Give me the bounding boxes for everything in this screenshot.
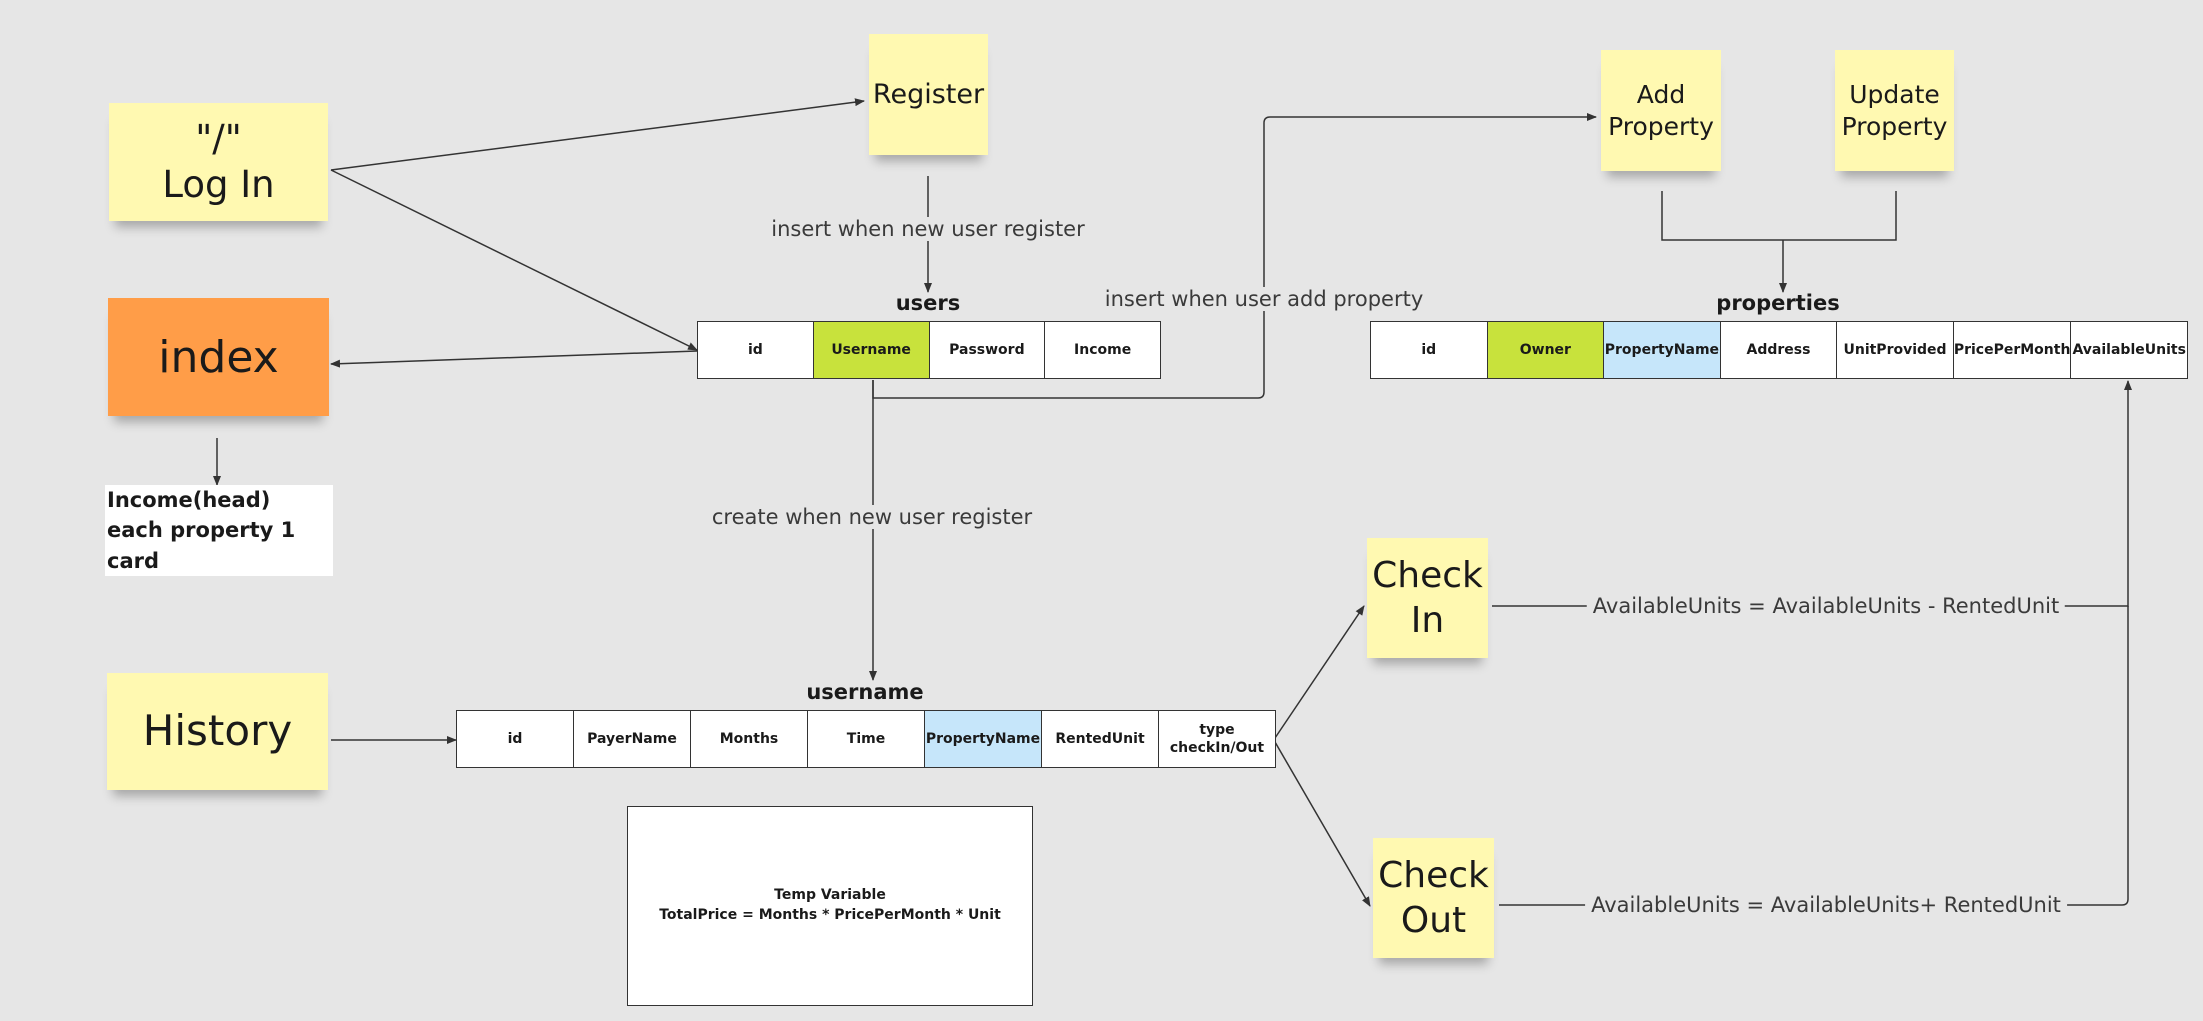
history-sticky[interactable]: History: [107, 673, 328, 790]
properties-col-unitprovided[interactable]: UnitProvided: [1837, 322, 1954, 378]
edge-username-to-checkout: [1274, 741, 1371, 907]
edge-login-to-register: [330, 98, 865, 171]
users-table[interactable]: id Username Password Income: [697, 321, 1161, 379]
check-out-sticky[interactable]: Check Out: [1373, 838, 1494, 958]
edge-label-checkout-formula: AvailableUnits = AvailableUnits+ RentedU…: [1585, 893, 2067, 917]
username-col-payername[interactable]: PayerName: [574, 711, 691, 767]
edge-label-insert-property: insert when user add property: [1098, 287, 1430, 311]
edge-users-to-index: [330, 350, 698, 368]
index-sticky[interactable]: index: [108, 298, 329, 416]
username-col-propertyname[interactable]: PropertyName: [925, 711, 1042, 767]
username-table-title: username: [806, 680, 924, 704]
username-col-id[interactable]: id: [457, 711, 574, 767]
edge-username-to-checkin: [1274, 605, 1365, 739]
users-col-income[interactable]: Income: [1074, 341, 1132, 358]
temp-variable-box[interactable]: Temp Variable TotalPrice = Months * Pric…: [627, 806, 1033, 1006]
edge-label-create-table: create when new user register: [705, 505, 1039, 529]
login-sticky[interactable]: "/" Log In: [109, 103, 328, 221]
properties-table-title: properties: [1716, 291, 1840, 315]
properties-col-address[interactable]: Address: [1721, 322, 1838, 378]
users-col-username[interactable]: Username: [813, 322, 930, 378]
users-col-password[interactable]: Password: [930, 322, 1046, 378]
add-property-sticky[interactable]: Add Property: [1601, 50, 1721, 171]
edge-login-to-users: [330, 169, 698, 351]
update-property-sticky[interactable]: Update Property: [1835, 50, 1954, 171]
edge-label-checkin-formula: AvailableUnits = AvailableUnits - Rented…: [1586, 594, 2066, 618]
properties-col-id[interactable]: id: [1371, 322, 1488, 378]
index-note: Income(head) each property 1 card: [105, 485, 333, 577]
properties-col-owner[interactable]: Owner: [1487, 322, 1605, 378]
check-in-sticky[interactable]: Check In: [1367, 538, 1488, 658]
username-col-rentedunit[interactable]: RentedUnit: [1042, 711, 1159, 767]
properties-col-propertyname[interactable]: PropertyName: [1604, 322, 1721, 378]
edge-add-property-to-properties: [1661, 191, 1897, 241]
users-col-id[interactable]: id: [698, 322, 814, 378]
register-sticky[interactable]: Register: [869, 34, 988, 155]
username-col-type[interactable]: type checkIn/Out: [1169, 721, 1265, 756]
username-table[interactable]: id PayerName Months Time PropertyName Re…: [456, 710, 1276, 768]
username-col-months[interactable]: Months: [691, 711, 808, 767]
edge-checkout-to-properties: [1499, 606, 2129, 906]
username-col-time[interactable]: Time: [808, 711, 925, 767]
properties-col-availableunits[interactable]: AvailableUnits: [2072, 341, 2186, 358]
users-table-title: users: [895, 291, 961, 315]
properties-col-pricepermonth[interactable]: PricePerMonth: [1954, 322, 2072, 378]
edge-label-insert-user: insert when new user register: [765, 217, 1091, 241]
properties-table[interactable]: id Owner PropertyName Address UnitProvid…: [1370, 321, 2188, 379]
edge-checkin-to-properties: [1492, 380, 2132, 607]
